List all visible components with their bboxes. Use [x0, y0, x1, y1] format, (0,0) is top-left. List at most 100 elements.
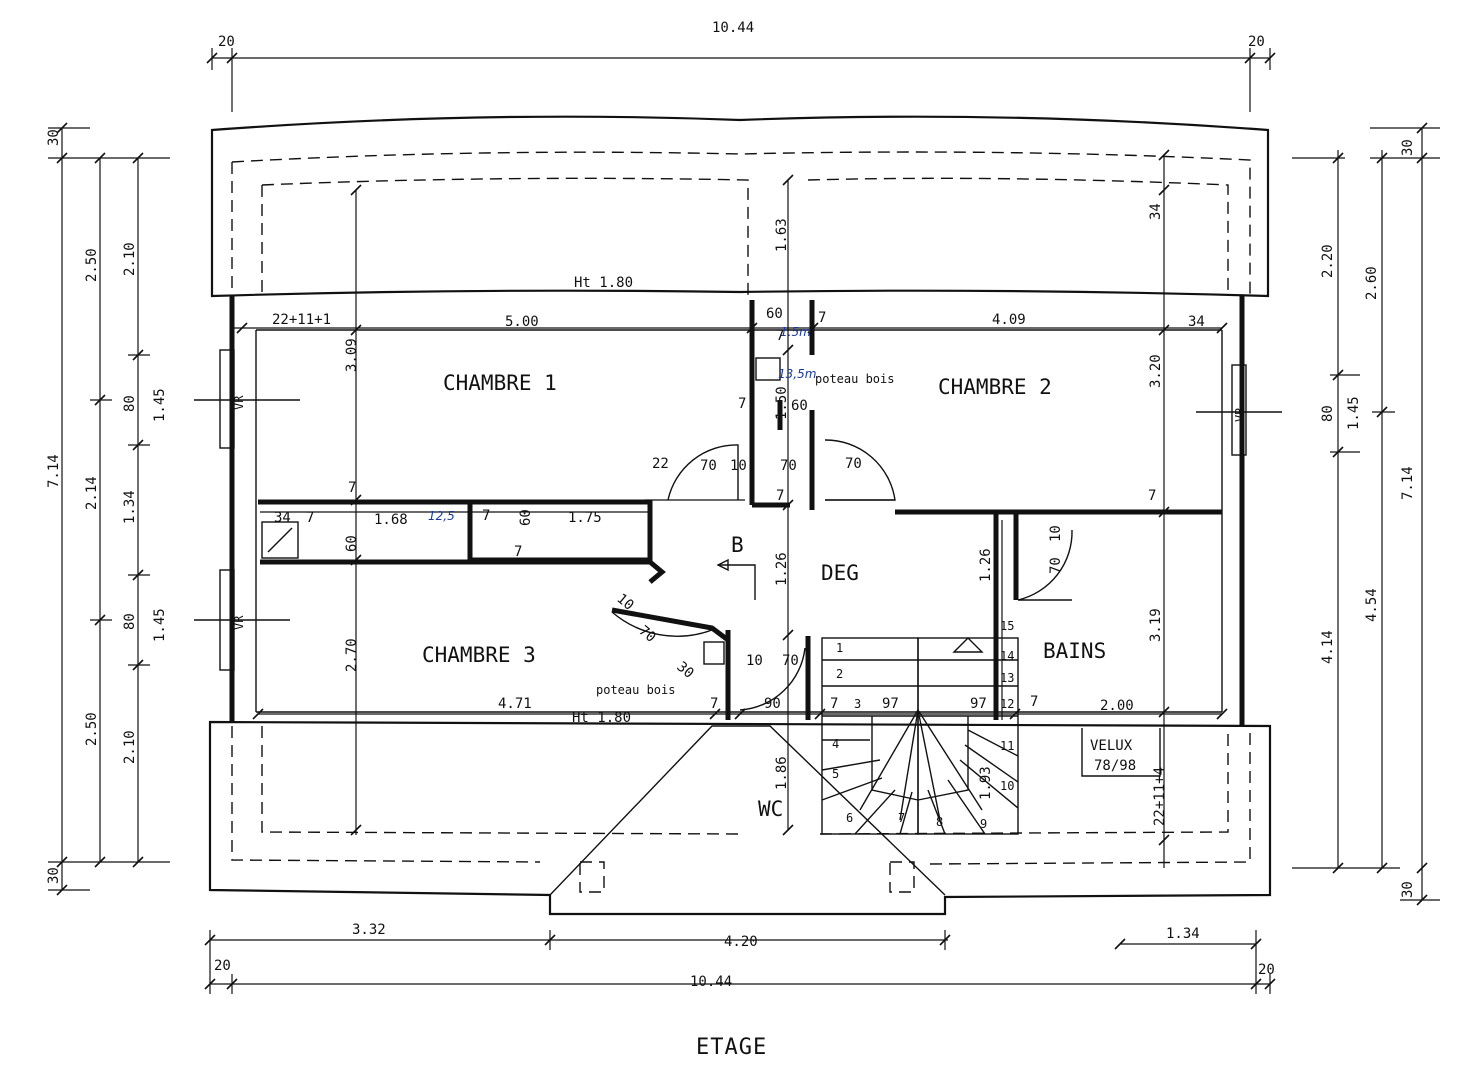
section-marker-arrow: [716, 558, 729, 572]
dim-mid: [260, 499, 895, 513]
dim-right-ticks: [1332, 122, 1428, 906]
window-left-axes: [194, 399, 300, 621]
bains-wall: [993, 512, 1019, 720]
chimney-diag: [267, 527, 293, 553]
room-deg: DEG: [821, 561, 859, 585]
dim-bottom-134: 1.34: [1166, 926, 1200, 942]
stair-step-9: 9: [980, 817, 987, 831]
stair-step-15: 15: [1000, 619, 1014, 633]
left-214: 2.14: [84, 476, 100, 510]
dim-168: 1.68: [374, 512, 408, 528]
dim-60-d: 60: [344, 535, 360, 552]
room-chambre-1: CHAMBRE 1: [443, 371, 557, 395]
section-marker: B: [731, 533, 744, 557]
dim-bains-width: 2.00: [1100, 698, 1134, 714]
dim-c3-height: 2.70: [344, 638, 360, 672]
dim-top-ticks: [206, 52, 1276, 64]
door-swing-chambre3: [611, 611, 713, 637]
dim-97-a: 97: [882, 696, 899, 712]
dim-22-11-1: 22+11+1: [272, 312, 331, 328]
dim-7-c: 7: [482, 508, 490, 524]
chambre3-door-wall: [611, 607, 730, 642]
dim-7-f: 7: [738, 396, 746, 412]
stair-step-3: 3: [854, 697, 861, 711]
stair-step-4: 4: [832, 737, 839, 751]
dim-70-f: 70: [1048, 557, 1064, 574]
hand-note-2: 13,5m: [778, 367, 816, 381]
velux-label: VELUX: [1090, 738, 1133, 754]
dim-60-b: 60: [791, 398, 808, 414]
hand-note-3: 12,5: [428, 509, 455, 523]
dim-left-lines: [48, 127, 170, 891]
velux-frame: [1081, 728, 1161, 777]
left-210-top: 2.10: [122, 242, 138, 276]
stair-fan: [859, 709, 983, 821]
dim-7-g: 7: [776, 488, 784, 504]
vr-left-bottom: VR: [232, 615, 246, 630]
dim-top-total: 10.44: [712, 20, 754, 36]
dim-70-a: 70: [700, 458, 717, 474]
poteau-bois-top: poteau bois: [815, 372, 894, 386]
right-454: 4.54: [1364, 588, 1380, 622]
dim-22-11-4: 22+11+4: [1152, 767, 1168, 826]
dim-c2-height: 3.20: [1148, 354, 1164, 388]
dim-bains-height: 3.19: [1148, 608, 1164, 642]
left-80-bottom: 80: [122, 613, 138, 630]
dim-7-h: 7: [1148, 488, 1156, 504]
door-swing-bains: [1017, 529, 1073, 601]
wc-walls: [725, 630, 811, 720]
right-80: 80: [1320, 405, 1336, 422]
dim-10-b: 10: [746, 653, 763, 669]
stair-step-11: 11: [1000, 739, 1014, 753]
roof-bottom: [208, 720, 1272, 916]
dim-34-a: 34: [1188, 314, 1205, 330]
dim-c1-height: 3.09: [344, 338, 360, 372]
dim-10-d: 10: [1048, 525, 1064, 542]
left-145-bottom: 1.45: [152, 608, 168, 642]
dim-7-b: 7: [306, 510, 314, 526]
roof-top: [210, 115, 1270, 298]
ht-bottom: Ht 1.80: [572, 710, 631, 726]
dim-top-right-20: 20: [1248, 34, 1265, 50]
left-30-top: 30: [46, 129, 62, 146]
section-marker-line: [718, 564, 756, 600]
dim-90: 90: [764, 696, 781, 712]
stair-step-8: 8: [936, 815, 943, 829]
vr-left-top: VR: [232, 395, 246, 410]
left-250-top: 2.50: [84, 248, 100, 282]
right-30-top: 30: [1400, 139, 1416, 156]
left-714: 7.14: [46, 454, 62, 488]
dim-7-a: 7: [348, 480, 356, 496]
dim-175: 1.75: [568, 510, 602, 526]
dim-60-c: 60: [518, 509, 534, 526]
dim-height-ticks: [350, 149, 1170, 846]
ht-top: Ht 1.80: [574, 275, 633, 291]
right-260: 2.60: [1364, 266, 1380, 300]
right-414: 4.14: [1320, 630, 1336, 664]
right-714: 7.14: [1400, 466, 1416, 500]
central-wall-mid: [752, 400, 815, 510]
right-220: 2.20: [1320, 244, 1336, 278]
dim-7-l: 7: [776, 328, 784, 344]
window-left-top: [219, 349, 235, 449]
dim-97-b: 97: [970, 696, 987, 712]
dormer: [549, 725, 946, 896]
dim-60-a: 60: [766, 306, 783, 322]
vr-right: VR: [1233, 407, 1247, 422]
dim-bottom-332: 3.32: [352, 922, 386, 938]
left-145-top: 1.45: [152, 388, 168, 422]
right-145: 1.45: [1346, 396, 1362, 430]
dim-34-c: 34: [1148, 203, 1164, 220]
dim-left-ticks: [56, 122, 144, 896]
left-80-top: 80: [122, 395, 138, 412]
dim-7-e: 7: [818, 310, 826, 326]
stair-treads: [821, 659, 1019, 835]
dim-7-i: 7: [710, 696, 718, 712]
window-right: [1231, 364, 1247, 456]
poteau-bottom: [703, 641, 725, 665]
room-chambre-3: CHAMBRE 3: [422, 643, 536, 667]
roof-top-dash-inner: [261, 177, 1229, 296]
dim-c2-width: 4.09: [992, 312, 1026, 328]
door-swing-chambre2: [824, 439, 896, 501]
dim-deg-height: 1.26: [774, 552, 790, 586]
